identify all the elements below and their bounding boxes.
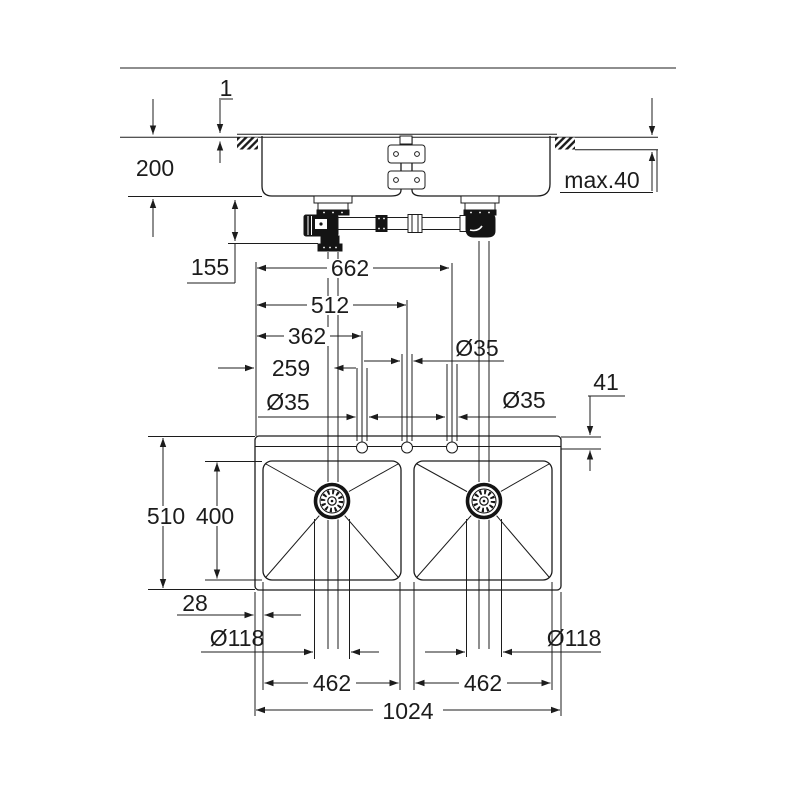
right-bowl bbox=[413, 460, 553, 581]
strainer-flange bbox=[460, 195, 500, 204]
right-drain-assembly bbox=[460, 195, 500, 238]
plan-view-dimensions: 510 400 28 Ø118 Ø118 462 462 1024 bbox=[142, 438, 601, 724]
side-view: 1 200 155 max.40 bbox=[120, 67, 676, 284]
dim-hole-axis-offset: 41 bbox=[593, 369, 619, 395]
left-bowl-diagonals bbox=[265, 463, 399, 578]
dim-drain-dia-right: Ø118 bbox=[547, 625, 602, 651]
left-drain-assembly bbox=[303, 195, 353, 252]
dim-drain-center: 259 bbox=[272, 355, 310, 381]
right-edge-extension-lines bbox=[561, 436, 601, 450]
tap-hole-dimensions: 662 512 362 259 Ø35 Ø35 Ø35 41 bbox=[218, 255, 625, 471]
dim-overall-width: 1024 bbox=[382, 698, 433, 724]
plan-bottom-extension-lines bbox=[254, 582, 562, 716]
left-drain-strainer bbox=[313, 482, 352, 521]
bracket-plate-upper bbox=[387, 144, 426, 164]
bracket-plate-lower bbox=[387, 170, 426, 190]
pipe-coupling bbox=[375, 215, 388, 232]
strainer-flange bbox=[313, 195, 353, 204]
dim-edge-to-bowl: 28 bbox=[182, 590, 208, 616]
right-drain-strainer bbox=[465, 482, 504, 521]
tee-foot bbox=[320, 235, 340, 245]
tap-hole-right bbox=[446, 441, 458, 454]
dim-hole-dia-right: Ø35 bbox=[502, 387, 545, 413]
center-mount-tab bbox=[399, 135, 413, 145]
dim-bowl-width-right: 462 bbox=[464, 670, 502, 696]
tap-hole-left bbox=[356, 441, 368, 454]
bracket-screw bbox=[393, 151, 399, 157]
dim-bowl-width-left: 462 bbox=[313, 670, 351, 696]
pipe bbox=[337, 217, 473, 230]
side-view-dimensions: 1 200 155 max.40 bbox=[136, 75, 656, 284]
left-bowl bbox=[262, 460, 402, 581]
sink-outer-edge bbox=[254, 435, 562, 591]
dim-hole-dia-left: Ø35 bbox=[266, 389, 309, 415]
counter-hatch-right bbox=[555, 137, 575, 150]
dim-155-bracket bbox=[187, 243, 236, 284]
dim-hole-left: 362 bbox=[288, 323, 326, 349]
bracket-screw bbox=[414, 177, 420, 183]
dim-overall-depth: 510 bbox=[147, 503, 185, 529]
dim-hole-middle: 512 bbox=[311, 292, 349, 318]
counter-hatch-left bbox=[237, 137, 258, 150]
dim-hole-right: 662 bbox=[331, 255, 369, 281]
tap-hole-middle bbox=[401, 441, 413, 454]
mounting-bracket bbox=[387, 144, 426, 190]
dim-bowl-depth-plan: 400 bbox=[196, 503, 234, 529]
tap-hole-edge-lines bbox=[356, 354, 458, 441]
bracket-screw bbox=[414, 151, 420, 157]
dim-bowl-depth: 200 bbox=[136, 155, 174, 181]
dim-counter-thickness: max.40 bbox=[564, 167, 639, 193]
plan-left-extension-lines bbox=[148, 436, 262, 590]
dim-rim-height: 1 bbox=[220, 75, 233, 101]
waste-elbow bbox=[465, 214, 496, 238]
drain-diameter-extension-lines bbox=[314, 519, 502, 659]
pipe-union bbox=[407, 214, 423, 233]
strainer-body bbox=[464, 202, 496, 211]
dim-drain-dia-left: Ø118 bbox=[210, 625, 265, 651]
bracket-screw bbox=[393, 177, 399, 183]
plan-view bbox=[254, 435, 562, 591]
strainer-body bbox=[317, 202, 349, 211]
dim-hole-dia-middle: Ø35 bbox=[455, 335, 498, 361]
dim-trap-drop: 155 bbox=[191, 254, 229, 280]
right-bowl-diagonals bbox=[416, 463, 550, 578]
drain-connecting-pipe bbox=[337, 214, 473, 233]
